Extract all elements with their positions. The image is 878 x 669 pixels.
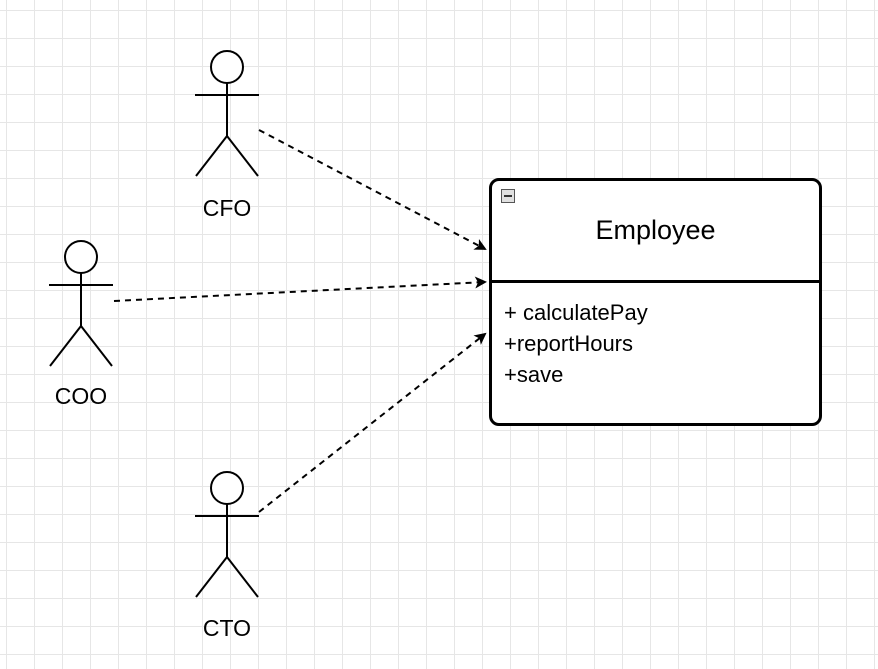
edge-cfo-employee[interactable] <box>258 129 487 250</box>
method-item: +save <box>504 362 564 387</box>
class-name: Employee <box>595 215 716 245</box>
class-employee[interactable]: Employee + calculatePay +reportHours +sa… <box>489 178 822 426</box>
class-header: Employee <box>492 181 819 283</box>
stick-figure-icon <box>195 50 259 177</box>
actor-label-cto: CTO <box>202 615 252 641</box>
method-item: +reportHours <box>504 331 634 356</box>
method-list: + calculatePay +reportHours +save <box>504 297 648 390</box>
collapse-icon[interactable] <box>501 189 515 203</box>
stick-figure-icon <box>49 240 113 367</box>
actor-label-cfo: CFO <box>202 195 252 221</box>
method-item: + calculatePay <box>504 300 648 325</box>
edge-cto-employee[interactable] <box>258 332 487 513</box>
actor-cto[interactable] <box>193 469 261 599</box>
actor-coo[interactable] <box>47 238 115 368</box>
stick-figure-icon <box>195 471 259 598</box>
actor-label-coo: COO <box>54 383 108 409</box>
edge-coo-employee[interactable] <box>113 276 487 302</box>
actor-cfo[interactable] <box>193 48 261 178</box>
